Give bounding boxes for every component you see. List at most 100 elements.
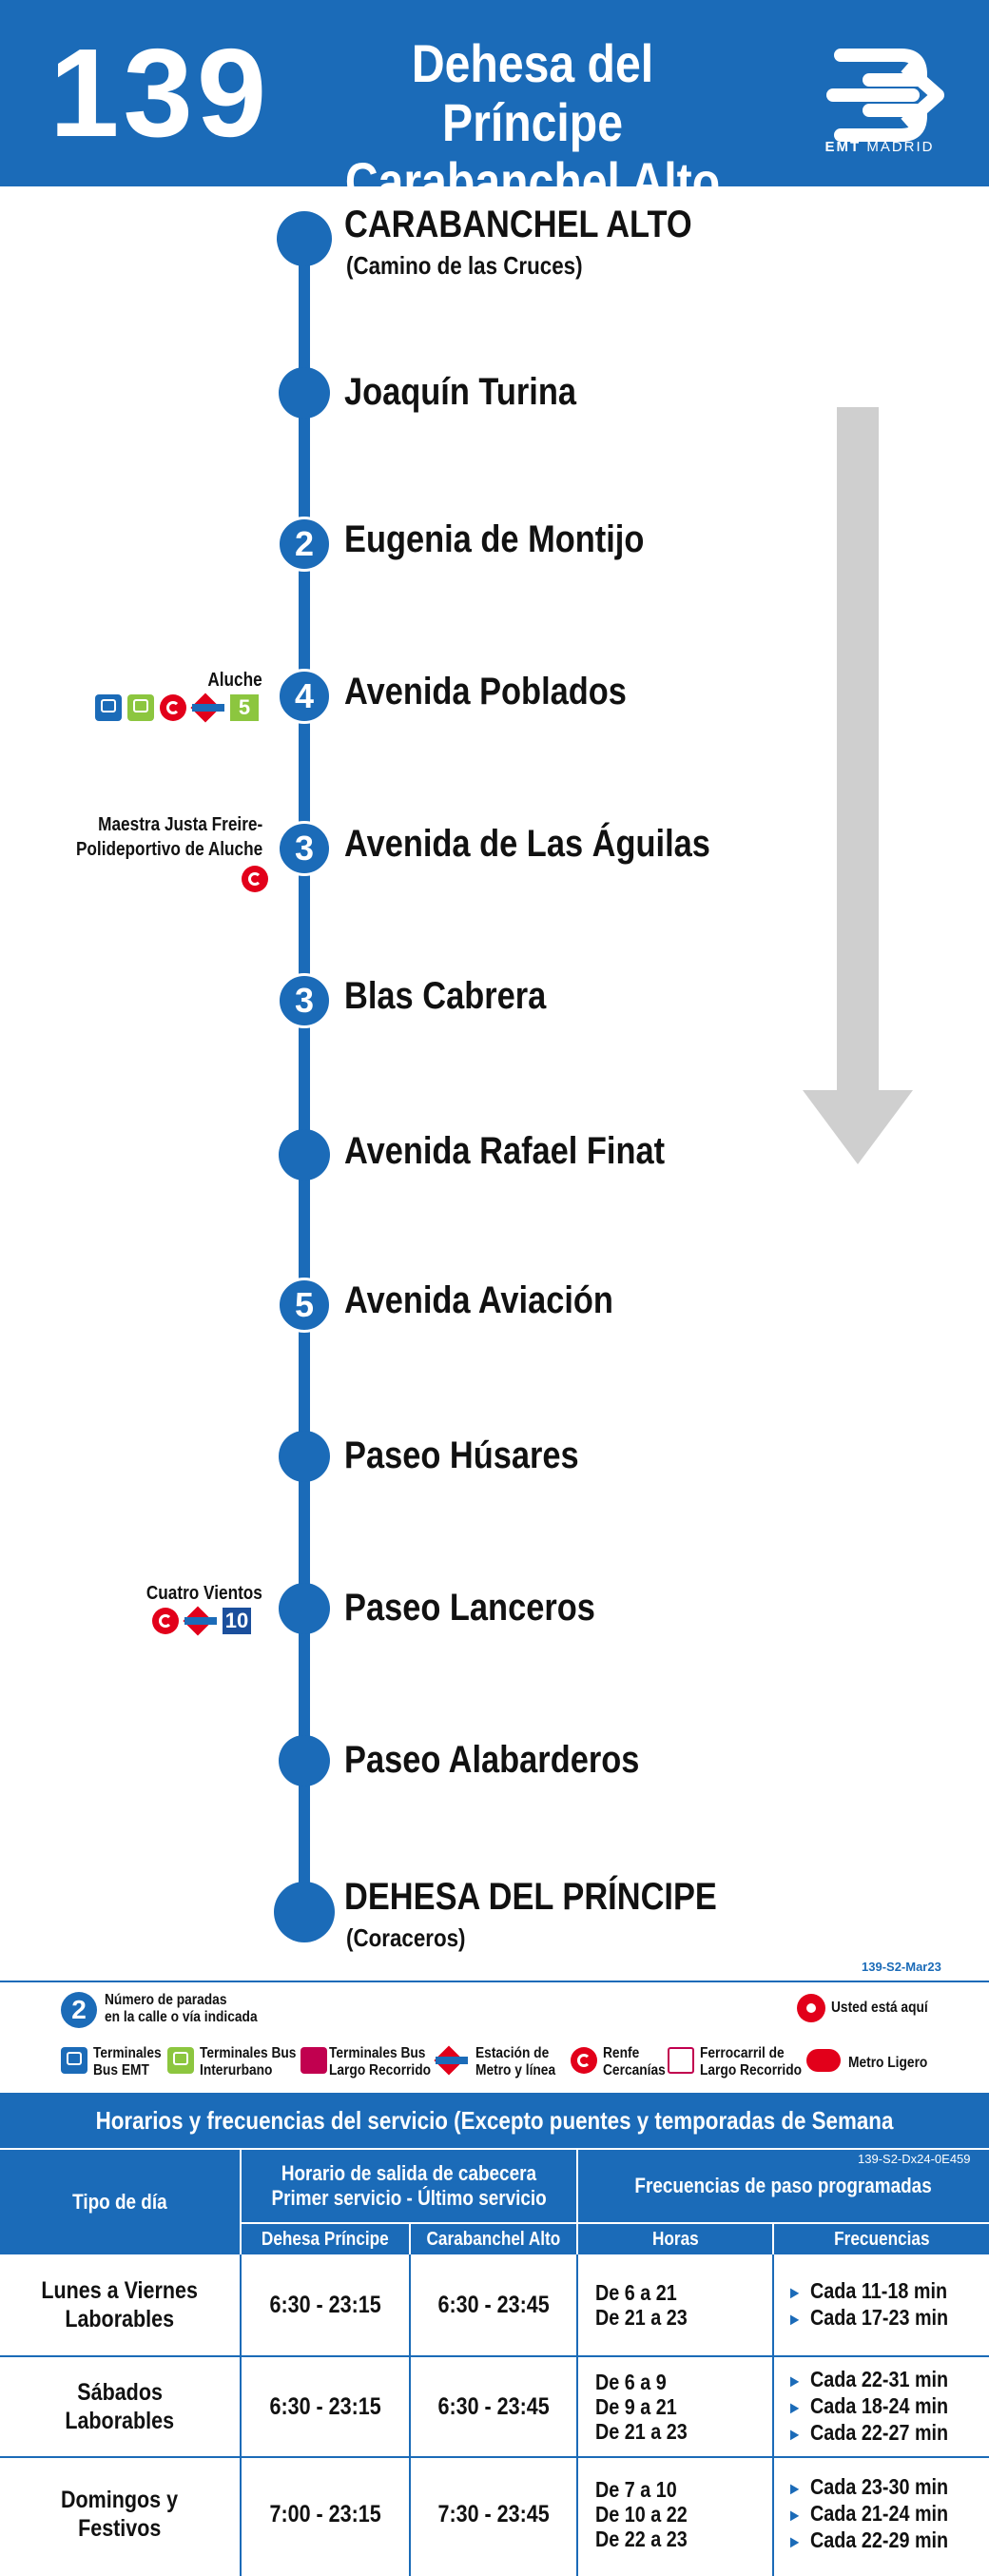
row-dehesa-time: 6:30 - 23:15 — [269, 2393, 381, 2420]
stop-count-legend-icon: 2 — [61, 1992, 97, 2028]
header-frequencies-group: Frecuencias de paso programadas — [578, 2150, 989, 2222]
triangle-bullet-icon: ► — [787, 2532, 803, 2551]
legend-item: Metro Ligero — [848, 2055, 928, 2071]
direction-arrow-icon — [837, 407, 879, 1092]
row-frequencies: ►Cada 22-31 min ►Cada 18-24 min ►Cada 22… — [787, 2367, 948, 2445]
header-dehesa: Dehesa Príncipe — [242, 2224, 409, 2254]
stop-name-paseo-alabarderos: Paseo Alabarderos — [344, 1739, 640, 1781]
connection-icons: 10 — [152, 1608, 251, 1636]
stop-name-avenida-rafael-finat: Avenida Rafael Finat — [344, 1130, 666, 1172]
stop-count-badge: 3 — [277, 973, 332, 1028]
connection-label-line1: Maestra Justa Freire- — [97, 814, 262, 835]
metro-icon — [192, 694, 224, 721]
metro-ligero-icon — [806, 2049, 841, 2072]
route-line — [299, 243, 310, 1912]
route-number: 139 — [49, 23, 271, 163]
interurban-bus-icon — [167, 2047, 194, 2074]
renfe-cercanias-icon — [242, 866, 268, 892]
connection-label-cuatro-vientos: Cuatro Vientos — [145, 1583, 262, 1604]
stop-marker — [277, 211, 332, 266]
metro-icon — [436, 2047, 468, 2074]
emt-bus-terminal-icon — [95, 694, 122, 721]
stop-marker — [279, 1129, 330, 1181]
renfe-cercanias-icon — [160, 694, 186, 721]
triangle-bullet-icon: ► — [787, 2425, 803, 2444]
row-dehesa-time: 7:00 - 23:15 — [269, 2501, 381, 2527]
route-title-line1: Dehesa del Príncipe — [411, 33, 654, 152]
stop-sub: (Camino de las Cruces) — [346, 251, 583, 280]
connection-label-line2: Polideportivo de Aluche — [75, 839, 262, 860]
stop-name-paseo-lanceros: Paseo Lanceros — [344, 1587, 595, 1629]
stop-marker — [279, 1583, 330, 1634]
emt-logo-text: EMT MADRID — [824, 139, 935, 155]
triangle-bullet-icon: ► — [787, 2310, 803, 2329]
stop-sub: (Coraceros) — [346, 1923, 466, 1952]
stop-name-blas-cabrera: Blas Cabrera — [344, 975, 547, 1017]
metro-line-badge: 5 — [230, 694, 259, 721]
triangle-bullet-icon: ► — [787, 2479, 803, 2498]
row-carabanchel-time: 7:30 - 23:45 — [437, 2501, 550, 2527]
stop-marker — [279, 367, 330, 419]
route-title-line2: Carabanchel Alto — [344, 151, 721, 211]
connection-icons — [242, 866, 268, 894]
interurban-bus-icon — [127, 694, 154, 721]
emt-logo-icon — [826, 49, 944, 142]
connection-label-aluche: Aluche — [207, 670, 262, 691]
triangle-bullet-icon: ► — [787, 2371, 803, 2391]
header: 139 Dehesa del Príncipe Carabanchel Alto… — [0, 0, 989, 211]
row-frequencies: ►Cada 11-18 min ►Cada 17-23 min — [787, 2278, 948, 2330]
triangle-bullet-icon: ► — [787, 2506, 803, 2525]
stop-name-avenida-de-las-aguilas: Avenida de Las Águilas — [344, 823, 710, 865]
triangle-bullet-icon: ► — [787, 2398, 803, 2417]
header-carabanchel: Carabanchel Alto — [411, 2224, 576, 2254]
header-day-type: Tipo de día — [0, 2150, 240, 2254]
stop-name-paseo-husares: Paseo Húsares — [344, 1434, 579, 1476]
emt-bus-terminal-icon — [61, 2047, 87, 2074]
stop-name-avenida-aviacion: Avenida Aviación — [344, 1279, 613, 1321]
long-distance-bus-icon — [301, 2047, 327, 2074]
stop-marker — [279, 1735, 330, 1786]
row-carabanchel-time: 6:30 - 23:45 — [437, 2393, 550, 2420]
header-frequencies: Frecuencias — [774, 2224, 989, 2254]
stop-name-avenida-poblados: Avenida Poblados — [344, 671, 627, 712]
triangle-bullet-icon: ► — [787, 2283, 803, 2302]
long-distance-rail-icon — [668, 2047, 694, 2074]
stop-count-badge: 2 — [277, 517, 332, 572]
renfe-cercanias-icon — [571, 2047, 597, 2074]
stop-count-badge: 4 — [277, 669, 332, 724]
metro-line-badge: 10 — [223, 1608, 251, 1634]
schedule-title: Horarios y frecuencias del servicio (Exc… — [0, 2093, 989, 2190]
renfe-cercanias-icon — [152, 1608, 179, 1634]
row-carabanchel-time: 6:30 - 23:45 — [437, 2292, 550, 2318]
stop-name-dehesa-del-principe: DEHESA DEL PRÍNCIPE — [344, 1876, 717, 1918]
stop-marker — [274, 1882, 335, 1942]
row-dehesa-time: 6:30 - 23:15 — [269, 2292, 381, 2318]
stop-name-joaquin-turina: Joaquín Turina — [344, 371, 576, 413]
stop-name-carabanchel-alto: CARABANCHEL ALTO — [344, 204, 692, 245]
row-frequencies: ►Cada 23-30 min ►Cada 21-24 min ►Cada 22… — [787, 2474, 948, 2552]
you-are-here-icon — [797, 1994, 825, 2022]
stop-count-badge: 5 — [277, 1278, 332, 1333]
route-title: Dehesa del Príncipe Carabanchel Alto — [320, 34, 745, 211]
stop-count-badge: 3 — [277, 821, 332, 876]
legend-you-are-here: Usted está aquí — [831, 2000, 928, 2016]
connection-icons: 5 — [95, 694, 259, 723]
header-hours: Horas — [578, 2224, 772, 2254]
stop-marker — [279, 1431, 330, 1482]
schedule-code: 139-S2-Dx24-0E459 — [858, 2152, 971, 2166]
legend-divider — [0, 1981, 989, 1982]
